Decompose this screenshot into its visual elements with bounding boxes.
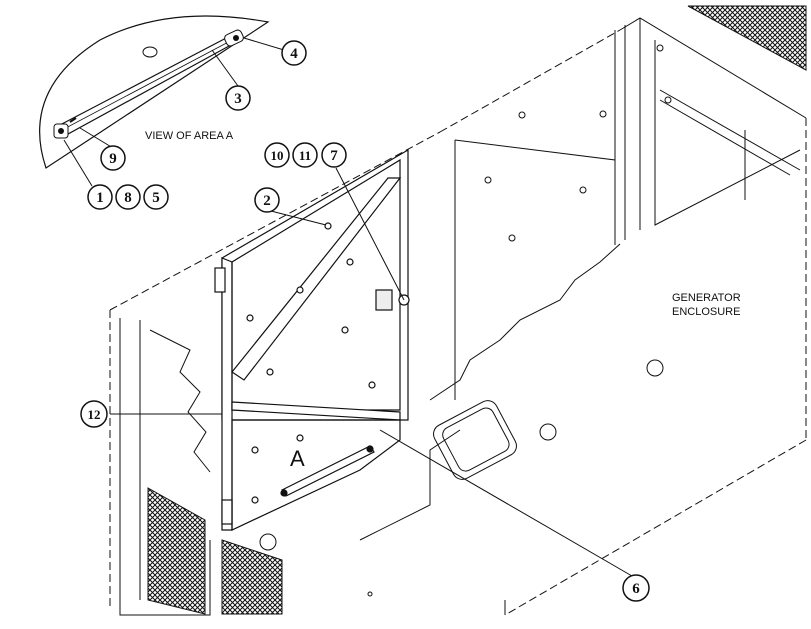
callout-12: 12 — [80, 400, 108, 428]
svg-text:8: 8 — [124, 190, 132, 206]
callout-8: 8 — [115, 184, 141, 210]
svg-text:7: 7 — [330, 148, 338, 164]
callout-11: 11 — [292, 142, 318, 168]
svg-text:3: 3 — [234, 91, 242, 107]
svg-text:4: 4 — [290, 46, 298, 62]
svg-text:6: 6 — [632, 581, 640, 597]
callout-5: 5 — [143, 184, 169, 210]
vent-grille-lower — [147, 487, 283, 615]
callout-2: 2 — [254, 187, 280, 213]
svg-text:10: 10 — [271, 148, 284, 163]
callout-6: 6 — [622, 574, 650, 602]
view-of-area-a-label: VIEW OF AREA A — [145, 130, 234, 142]
callout-7: 7 — [321, 142, 347, 168]
door-panel — [214, 148, 410, 531]
vent-grille-top — [687, 5, 807, 71]
svg-text:5: 5 — [152, 190, 160, 206]
svg-text:11: 11 — [299, 148, 311, 163]
svg-text:1: 1 — [96, 190, 104, 206]
callout-10: 10 — [264, 142, 290, 168]
callout-1: 1 — [87, 184, 113, 210]
generator-enclosure — [109, 17, 807, 616]
svg-text:2: 2 — [263, 193, 271, 209]
callout-9: 9 — [100, 145, 126, 171]
callout-4: 4 — [281, 40, 307, 66]
enclosure-label-line-2: ENCLOSURE — [672, 306, 740, 318]
svg-text:12: 12 — [88, 407, 101, 422]
svg-text:9: 9 — [109, 151, 117, 167]
callout-3: 3 — [225, 85, 251, 111]
area-a-label: A — [290, 446, 305, 471]
area-a-rail — [280, 445, 375, 497]
leader-lines — [63, 37, 633, 577]
enclosure-label-line-1: GENERATOR — [672, 292, 741, 304]
detail-view-area-a — [39, 15, 270, 169]
